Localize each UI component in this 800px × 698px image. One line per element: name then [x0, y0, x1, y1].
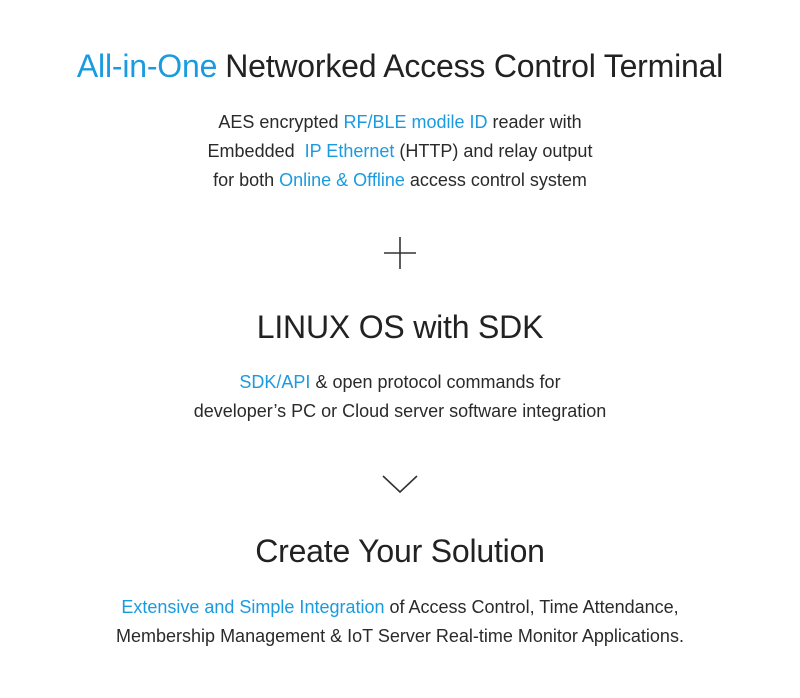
title-rest: Networked Access Control Terminal [225, 48, 724, 84]
solution-paragraph: Extensive and Simple Integration of Acce… [0, 593, 800, 651]
solution-section-title: Create Your Solution [255, 533, 545, 569]
solution-line-1: Extensive and Simple Integration of Acce… [0, 593, 800, 622]
intro-line-3: for both Online & Offline access control… [0, 166, 800, 195]
sdk-paragraph: SDK/API & open protocol commands for dev… [0, 368, 800, 426]
intro-line-1-highlight: RF/BLE modile ID [343, 112, 488, 132]
intro-line-1: AES encrypted RF/BLE modile ID reader wi… [0, 108, 800, 137]
intro-line-2-post: (HTTP) and relay output [394, 141, 593, 161]
sdk-line-1-highlight: SDK/API [239, 372, 311, 392]
solution-line-2: Membership Management & IoT Server Real-… [116, 626, 684, 646]
solution-line-1-post: of Access Control, Time Attendance, [384, 597, 679, 617]
sdk-line-1: SDK/API & open protocol commands for [0, 368, 800, 397]
chevron-down-icon [382, 475, 418, 494]
linux-section-title: LINUX OS with SDK [256, 309, 544, 345]
intro-line-3-highlight: Online & Offline [279, 170, 405, 190]
intro-paragraph: AES encrypted RF/BLE modile ID reader wi… [0, 108, 800, 195]
sdk-line-1-post: & open protocol commands for [310, 372, 561, 392]
intro-line-2-pre: Embedded [207, 141, 305, 161]
sdk-line-2: developer’s PC or Cloud server software … [193, 401, 607, 421]
title-highlight: All-in-One [76, 48, 218, 84]
intro-line-2-highlight: IP Ethernet [304, 141, 395, 161]
intro-line-3-pre: for both [213, 170, 280, 190]
intro-line-1-pre: AES encrypted [218, 112, 344, 132]
plus-icon [384, 237, 416, 269]
intro-line-1-post: reader with [487, 112, 582, 132]
intro-line-2: Embedded IP Ethernet (HTTP) and relay ou… [0, 137, 800, 166]
intro-line-3-post: access control system [404, 170, 587, 190]
solution-line-1-highlight: Extensive and Simple Integration [121, 597, 385, 617]
